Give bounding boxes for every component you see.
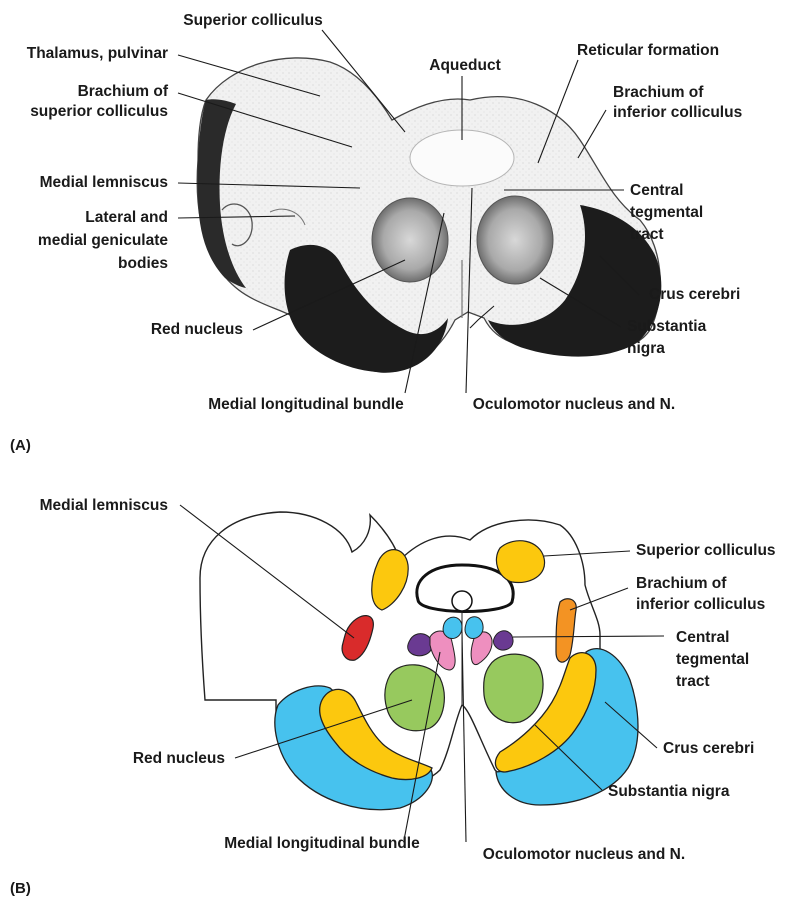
a-label-brachium-inferior-line1: Brachium of: [613, 84, 704, 101]
a-label-medial-lemniscus: Medial lemniscus: [40, 174, 168, 191]
a-label-central-tegmental-line2: tegmental: [630, 204, 703, 221]
b-label-central-tegmental-line3: tract: [676, 673, 710, 690]
a-label-reticular-formation: Reticular formation: [577, 42, 719, 59]
b-label-central-tegmental-line2: tegmental: [676, 651, 749, 668]
a-label-aqueduct: Aqueduct: [429, 57, 500, 74]
a-label-superior-colliculus: Superior colliculus: [183, 12, 323, 29]
a-label-substantia-nigra-line1: Substantia: [627, 318, 707, 335]
a-label-brachium-superior-line2: superior colliculus: [30, 103, 168, 120]
a-label-crus-cerebri: Crus cerebri: [649, 286, 740, 303]
b-label-brachium-inferior-line1: Brachium of: [636, 575, 727, 592]
red-nucleus-right: [484, 654, 543, 723]
b-label-medial-lemniscus: Medial lemniscus: [40, 497, 168, 514]
a-label-substantia-nigra-line2: nigra: [627, 340, 665, 357]
right-red-nucleus-photo: [477, 196, 553, 284]
panel-b-schematic: [200, 512, 638, 810]
a-label-central-tegmental-line1: Central: [630, 182, 683, 199]
panel-a-tag: (A): [10, 437, 31, 454]
b-label-brachium-inferior-line2: inferior colliculus: [636, 596, 765, 613]
a-label-red-nucleus: Red nucleus: [151, 321, 243, 338]
a-label-geniculate-line3: bodies: [118, 255, 168, 272]
b-label-superior-colliculus: Superior colliculus: [636, 542, 776, 559]
aqueduct-lumen: [452, 591, 472, 611]
a-label-brachium-superior-line1: Brachium of: [78, 83, 169, 100]
panel-a-section: [197, 58, 661, 372]
a-label-geniculate-line1: Lateral and: [85, 209, 168, 226]
b-label-substantia-nigra: Substantia nigra: [608, 783, 730, 800]
panel-b-tag: (B): [10, 880, 31, 897]
a-label-oculomotor: Oculomotor nucleus and N.: [473, 396, 675, 413]
a-label-brachium-inferior-line2: inferior colliculus: [613, 104, 742, 121]
oculomotor-nucleus-left: [443, 617, 462, 638]
b-label-central-tegmental-line1: Central: [676, 629, 729, 646]
a-label-thalamus-pulvinar: Thalamus, pulvinar: [27, 45, 168, 62]
b-label-red-nucleus: Red nucleus: [133, 750, 225, 767]
oculomotor-nucleus-right: [465, 617, 483, 639]
b-label-medial-longitudinal-bundle: Medial longitudinal bundle: [224, 835, 420, 852]
b-label-oculomotor: Oculomotor nucleus and N.: [483, 846, 685, 863]
b-label-crus-cerebri: Crus cerebri: [663, 740, 754, 757]
superior-colliculus-right: [496, 541, 544, 583]
a-label-geniculate-line2: medial geniculate: [38, 232, 168, 249]
a-label-central-tegmental-line3: tract: [630, 226, 664, 243]
a-label-medial-longitudinal-bundle: Medial longitudinal bundle: [208, 396, 404, 413]
